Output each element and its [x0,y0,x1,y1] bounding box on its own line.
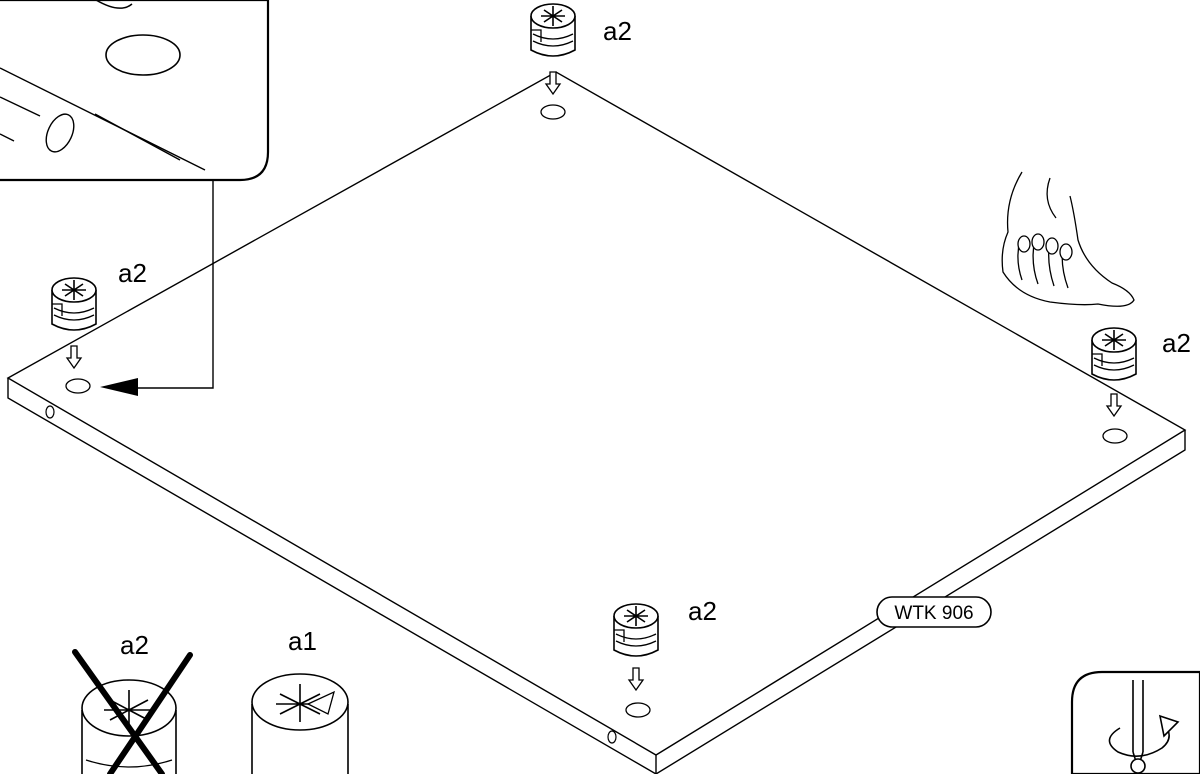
board-panel [6,71,1187,774]
label-cam-right: a2 [1162,328,1191,358]
label-correct-part: a1 [288,626,317,656]
edge-hole [607,730,617,744]
edge-hole [45,405,55,419]
label-cam-left: a2 [118,258,147,288]
cam-fitting-left: a2 [51,258,147,369]
cam-hole [1102,428,1128,444]
board-front-edge [7,378,657,774]
label-wrong-part: a2 [120,630,149,660]
cam-hole [540,104,566,120]
hand-icon [1001,171,1135,307]
callout-arrowhead [100,378,138,396]
cam-fitting-right: a2 [1091,327,1191,417]
cross-out-icon [72,649,193,774]
detail-hole [105,34,181,76]
cam-hole [625,702,651,718]
correct-part-a1: a1 [251,626,349,774]
part-code-badge: WTK 906 [876,596,992,628]
detail-callout-top-left [0,0,270,182]
label-cam-top: a2 [603,16,632,46]
cam-lock-fitting-icon [51,277,97,331]
screwdriver-detail [1070,670,1200,774]
cam-fitting-bottom: a2 [613,596,717,691]
cam-lock-fitting-icon [613,603,659,657]
screwdriver-rotate-icon [1108,680,1180,774]
cam-hole [65,378,91,394]
board-side-edge [655,430,1186,774]
cam-fitting-top: a2 [530,3,632,95]
callout-leader-line [130,180,214,389]
wrong-part-a2: a2 [72,630,193,774]
cam-lock-fitting-icon [1091,327,1137,381]
label-cam-bottom: a2 [688,596,717,626]
cam-lock-fitting-icon [530,3,576,57]
part-code-text: WTK 906 [894,603,973,624]
